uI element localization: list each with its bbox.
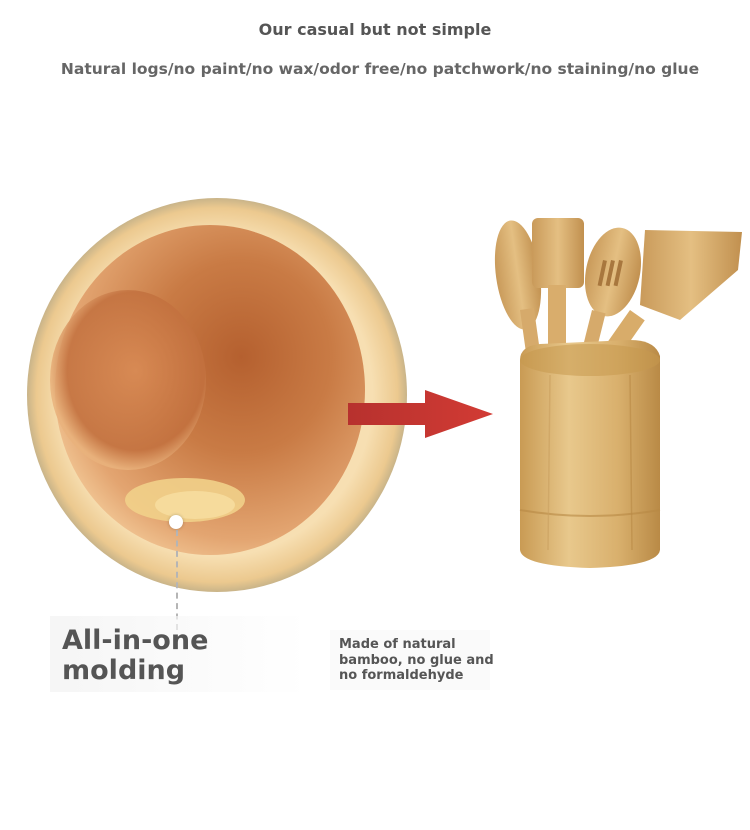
note-panel bbox=[330, 630, 490, 690]
bamboo-cross-section-image bbox=[27, 198, 407, 592]
page-title: Our casual but not simple bbox=[258, 20, 492, 39]
label-panel bbox=[50, 616, 308, 692]
material-note: Made of natural bamboo, no glue and no f… bbox=[339, 637, 494, 683]
molding-label: All-in-one molding bbox=[62, 625, 209, 686]
right-arrow-icon bbox=[348, 390, 493, 438]
page-subtitle: Natural logs/no paint/no wax/odor free/n… bbox=[60, 60, 700, 78]
callout-line bbox=[176, 530, 178, 630]
utensil-holder-image bbox=[494, 218, 742, 568]
callout-dot bbox=[169, 515, 183, 529]
